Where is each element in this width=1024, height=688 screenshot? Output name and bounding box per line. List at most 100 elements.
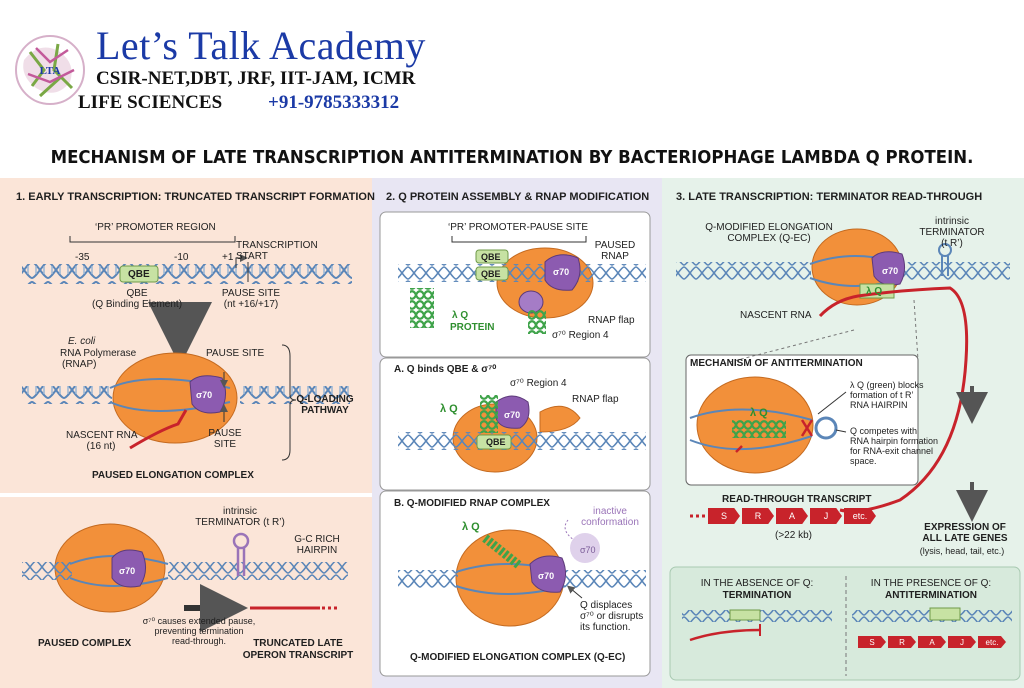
comparison-mini (682, 607, 1012, 642)
nascent-rna-label: NASCENT RNA (66, 430, 138, 441)
q-loading-pathway: PATHWAY (301, 405, 349, 416)
lambda-q-label: λ Q (452, 310, 469, 321)
sigma70-label-6: σ70 (882, 266, 899, 276)
pos-1: +1 (222, 252, 234, 263)
gene-arrow-a: A (918, 636, 946, 648)
academy-logo: LTA (15, 35, 85, 105)
panel2-heading: 2. Q PROTEIN ASSEMBLY & RNAP MODIFICATIO… (386, 191, 650, 203)
q-displaces-2: σ⁷⁰ or disrupts (580, 611, 644, 622)
mechanism-inset (689, 376, 847, 474)
nascent-rna-len: (16 nt) (86, 441, 116, 452)
competes-note-4: space. (850, 456, 877, 466)
paused-elongation-label: PAUSED ELONGATION COMPLEX (92, 470, 254, 481)
gene-arrow-s: S (708, 508, 740, 524)
sigma70-label-3: σ70 (553, 267, 570, 277)
nascent-rna-3: NASCENT RNA (740, 310, 812, 321)
q-displaces-1: Q displaces (580, 600, 633, 611)
academy-life-sciences: LIFE SCIENCES (78, 92, 223, 113)
blocks-note-3: RNA HAIRPIN (850, 400, 908, 410)
step-b-label: B. Q-MODIFIED RNAP COMPLEX (394, 498, 550, 509)
step-a-label: A. Q binds QBE & σ⁷⁰ (394, 364, 497, 375)
main-title: MECHANISM OF LATE TRANSCRIPTION ANTITERM… (50, 147, 974, 168)
inactive-label: inactive (593, 506, 627, 517)
lambda-q-inset: λ Q (750, 407, 768, 419)
gc-hairpin: G-C RICH (294, 534, 340, 545)
terminator-intrinsic: intrinsic (223, 506, 257, 517)
competes-note-3: for RNA-exit channel (850, 446, 934, 456)
gene-arrow-s: S (858, 636, 886, 648)
sigma-region4-label: σ⁷⁰ Region 4 (552, 330, 609, 341)
sigma70-inactive: σ70 (580, 545, 596, 555)
absence-1: IN THE ABSENCE OF Q: (700, 578, 814, 589)
terminator-tr: TERMINATOR (t R’) (195, 517, 285, 528)
sigma70-label-2: σ70 (119, 566, 136, 576)
pause-site-bottom: PAUSE (208, 428, 242, 439)
pause-site-top: PAUSE SITE (206, 348, 265, 359)
gene-arrow-r: R (888, 636, 916, 648)
lambda-q-3: λ Q (866, 286, 883, 297)
rnap-flap-a: RNAP flap (572, 394, 619, 405)
qbe-box (119, 265, 159, 283)
presence-2: ANTITERMINATION (884, 590, 978, 601)
expression-sub: (lysis, head, tail, etc.) (919, 546, 1005, 556)
pause-site-bottom-2: SITE (213, 439, 237, 450)
sigma-region4-a: σ⁷⁰ Region 4 (510, 378, 567, 389)
panel1-bottom-bg (0, 497, 372, 688)
gene-arrow-etc: etc. (978, 636, 1006, 648)
q-displaces-3: its function. (580, 622, 631, 633)
truncated-label: TRUNCATED LATE (253, 638, 343, 649)
mechanism-title: MECHANISM OF ANTITERMINATION (690, 358, 863, 369)
terminator-3c: (t R’) (941, 238, 963, 249)
panel1-early-transcription (22, 236, 352, 461)
blocks-note-1: λ Q (green) blocks (850, 380, 924, 390)
sigma-note-2: preventing termination (154, 626, 244, 636)
pause-site-nt: (nt +16/+17) (223, 299, 279, 310)
paused-rnap-label: PAUSED (594, 240, 636, 251)
dna-strand (22, 264, 352, 284)
qbe-a: QBE (486, 437, 506, 447)
qbe-bottom: QBE (481, 269, 501, 279)
promoter-region-label: ‘PR’ PROMOTER REGION (95, 222, 216, 233)
qbe-label-sub: (Q Binding Element) (92, 299, 183, 310)
qbe-label: QBE (126, 288, 148, 299)
competes-note-2: RNA hairpin formation (850, 436, 939, 446)
panel2-step-b (398, 519, 646, 627)
academy-subtitle: CSIR-NET,DBT, JRF, IIT-JAM, ICMR (96, 68, 416, 89)
gene-arrow-a: A (776, 508, 808, 524)
presence-1: IN THE PRESENCE OF Q: (870, 578, 992, 589)
rnap-flap-label: RNAP flap (588, 315, 635, 326)
terminator-3b: TERMINATOR (919, 227, 985, 238)
sigma70-shape (189, 375, 226, 414)
transcription-start-2: START (236, 251, 268, 262)
panel2-step-a (398, 395, 646, 473)
sigma70-label-5: σ70 (538, 571, 555, 581)
competes-note-1: Q competes with (850, 426, 918, 436)
sigma70-label-4: σ70 (504, 410, 521, 420)
lambda-q-b: λ Q (462, 521, 480, 533)
gene-arrow-etc: etc. (844, 508, 876, 524)
logo-text: LTA (40, 65, 61, 77)
paused-rnap-label-2: RNAP (601, 251, 629, 262)
panel2-assembly (398, 236, 646, 334)
promoter-pause-label: ‘PR’ PROMOTER-PAUSE SITE (448, 222, 589, 233)
expression-1: EXPRESSION OF (924, 522, 1006, 533)
q-loading-label: Q-LOADING (296, 394, 354, 405)
q-ec-label-3: Q-MODIFIED ELONGATION (705, 222, 833, 233)
lambda-q-a: λ Q (440, 403, 458, 415)
gc-hairpin-2: HAIRPIN (296, 545, 338, 556)
rnap-label-sub: (RNAP) (62, 359, 97, 370)
sigma-note-3: read-through. (171, 636, 227, 646)
pause-site-label: PAUSE SITE (221, 288, 281, 299)
panel1-heading: 1. EARLY TRANSCRIPTION: TRUNCATED TRANSC… (16, 191, 375, 203)
blocks-note-2: formation of t R’ (850, 390, 914, 400)
ecoli-label: E. coli (68, 336, 96, 347)
panel1-paused-complex (22, 523, 348, 632)
lambda-q-protein: PROTEIN (450, 322, 495, 333)
panel3-read-through (676, 228, 1010, 522)
expression-2: ALL LATE GENES (922, 533, 1008, 544)
pos-35: -35 (75, 252, 90, 263)
transcription-start-1: TRANSCRIPTION (236, 240, 318, 251)
q-ec-label: Q-MODIFIED ELONGATION COMPLEX (Q-EC) (410, 652, 626, 663)
absence-2: TERMINATION (722, 590, 792, 601)
